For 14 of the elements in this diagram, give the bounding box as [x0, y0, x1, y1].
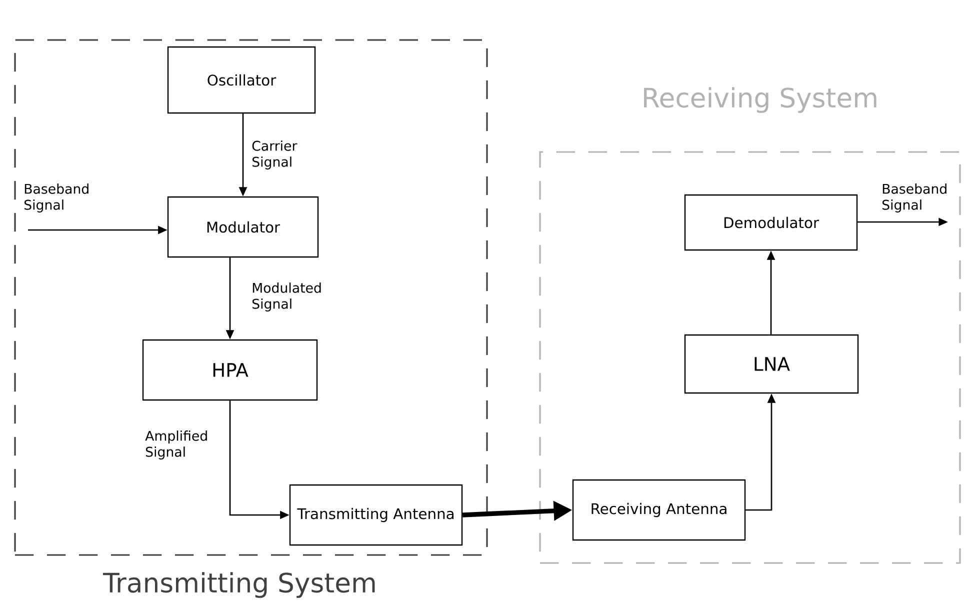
edge-label: Modulated Signal	[252, 282, 321, 312]
node-label: Receiving System	[644, 87, 876, 113]
block-box: LNA	[684, 334, 859, 394]
node-label: Transmitting System	[102, 572, 375, 598]
edge-label: Carrier Signal	[252, 140, 298, 170]
block-box: Transmitting Antenna	[289, 484, 463, 546]
block-box: Modulator	[167, 196, 319, 258]
block-box: Demodulator	[684, 194, 858, 251]
block-box: HPA	[142, 339, 318, 401]
block-box: Oscillator	[167, 46, 316, 114]
edge-label: Baseband Signal	[882, 184, 946, 212]
edge-label: Baseband Signal	[24, 184, 88, 212]
block-box: Receiving Antenna	[572, 479, 746, 541]
edge-label: Amplified Signal	[145, 430, 207, 460]
